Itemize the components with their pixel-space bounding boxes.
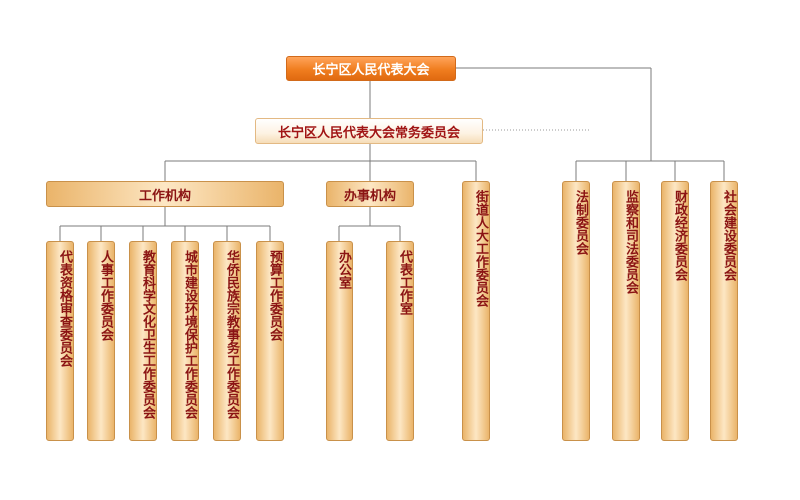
node-social-construction-committee: 社会建设委员会 bbox=[710, 181, 738, 441]
node-education-committee: 教育科学文化卫生工作委员会 bbox=[129, 241, 157, 441]
node-standing-committee: 长宁区人民代表大会常务委员会 bbox=[255, 118, 483, 144]
node-legal-committee: 法制委员会 bbox=[562, 181, 590, 441]
node-qualification-committee: 代表资格审查委员会 bbox=[46, 241, 74, 441]
node-urban-construction-committee: 城市建设环境保护工作委员会 bbox=[171, 241, 199, 441]
node-street-committee: 街道人大工作委员会 bbox=[462, 181, 490, 441]
node-general-office: 办公室 bbox=[326, 241, 353, 441]
node-overseas-ethnic-committee: 华侨民族宗教事务工作委员会 bbox=[213, 241, 241, 441]
node-offices: 办事机构 bbox=[326, 181, 414, 207]
node-finance-economy-committee: 财政经济委员会 bbox=[661, 181, 689, 441]
node-deputy-work-office: 代表工作室 bbox=[386, 241, 414, 441]
node-personnel-committee: 人事工作委员会 bbox=[87, 241, 115, 441]
node-budget-committee: 预算工作委员会 bbox=[256, 241, 284, 441]
node-work-bodies: 工作机构 bbox=[46, 181, 284, 207]
node-district-congress: 长宁区人民代表大会 bbox=[286, 56, 456, 81]
node-supervision-judicial-committee: 监察和司法委员会 bbox=[612, 181, 640, 441]
